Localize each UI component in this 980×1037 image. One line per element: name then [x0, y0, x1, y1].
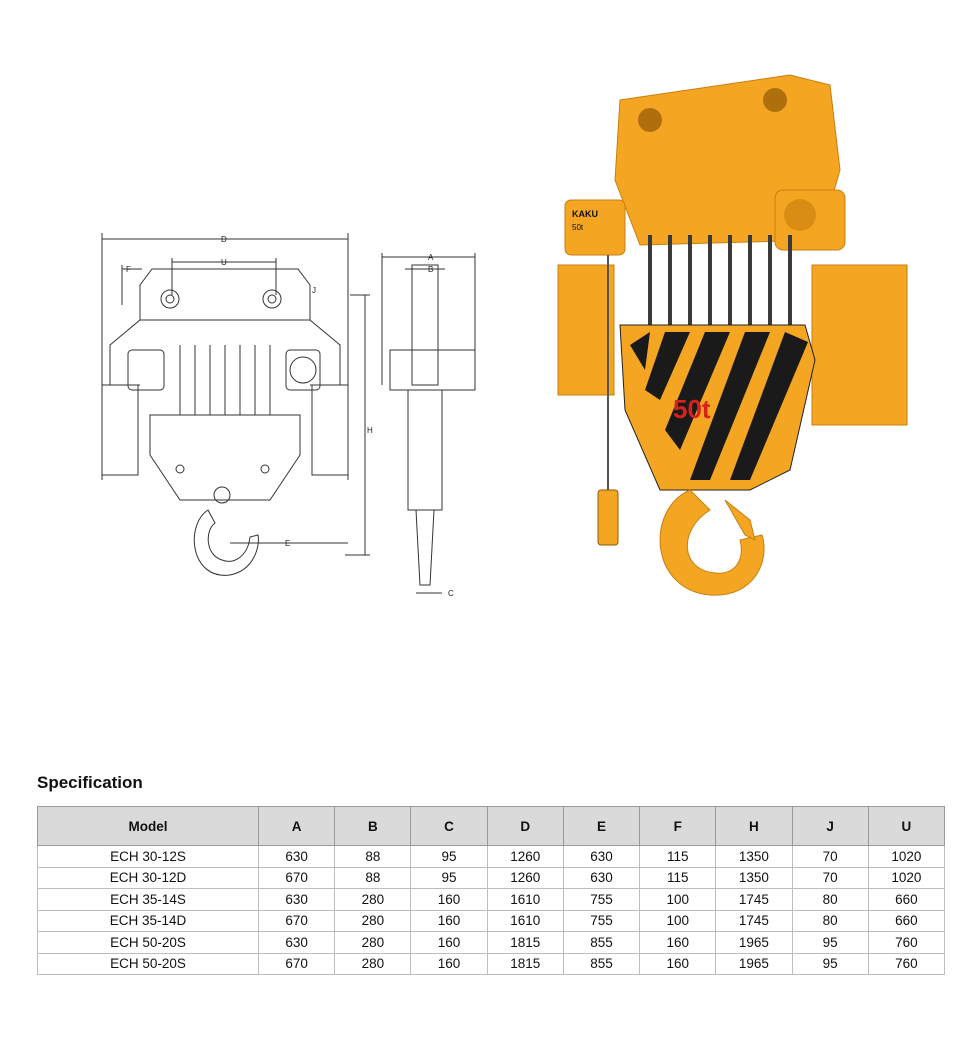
table-row: ECH 35-14D 670 280 160 1610 755 100 1745… [37, 909, 946, 932]
cell: 70 [791, 845, 869, 868]
cell: 1350 [715, 866, 793, 889]
cell: 1745 [715, 888, 793, 911]
col-model: Model [37, 806, 259, 846]
hoist-product-photo: KAKU 50t 50t [557, 74, 908, 596]
cell: 660 [867, 909, 946, 932]
cell: 95 [791, 952, 869, 975]
cell-model: ECH 30-12D [37, 866, 259, 889]
cell-model: ECH 35-14S [37, 888, 259, 911]
cell: 670 [257, 952, 336, 975]
cell: 95 [410, 866, 488, 889]
table-row: ECH 30-12D 670 88 95 1260 630 115 1350 7… [37, 866, 946, 889]
cell: 80 [791, 909, 869, 932]
cell: 660 [867, 888, 946, 911]
brand-label: KAKU [572, 209, 598, 219]
cell-model: ECH 50-20S [37, 931, 259, 954]
label-b: B [428, 265, 433, 274]
cell: 1350 [715, 845, 793, 868]
cell: 115 [639, 866, 717, 889]
label-u: U [221, 258, 227, 267]
label-h: H [367, 426, 373, 435]
motor-capacity-label: 50t [572, 223, 584, 232]
col-d: D [486, 806, 564, 846]
label-a: A [428, 253, 434, 262]
cell: 80 [791, 888, 869, 911]
cell: 1260 [486, 845, 564, 868]
col-b: B [334, 806, 412, 846]
label-e: E [285, 539, 290, 548]
cell: 160 [410, 909, 488, 932]
cell: 88 [334, 866, 412, 889]
specification-title: Specification [37, 773, 143, 792]
capacity-plate-text: 50t [673, 394, 711, 424]
col-e: E [562, 806, 641, 846]
cell: 855 [562, 952, 641, 975]
cell: 1965 [715, 952, 793, 975]
col-c: C [410, 806, 488, 846]
label-c: C [448, 589, 454, 598]
cell: 670 [257, 866, 336, 889]
cell: 760 [867, 931, 946, 954]
cell: 755 [562, 909, 641, 932]
cell: 630 [257, 931, 336, 954]
table-row: ECH 35-14S 630 280 160 1610 755 100 1745… [37, 888, 946, 911]
cell: 630 [257, 888, 336, 911]
cell: 160 [410, 931, 488, 954]
label-j: J [312, 286, 316, 295]
cell: 1965 [715, 931, 793, 954]
hoist-technical-drawing: D U F J H E A B C [101, 233, 476, 598]
cell: 100 [639, 888, 717, 911]
cell: 280 [334, 931, 412, 954]
cell: 630 [562, 866, 641, 889]
cell-model: ECH 50-20S [37, 952, 259, 975]
cell: 1610 [486, 888, 564, 911]
table-header-row: Model A B C D E F H J U [37, 806, 946, 846]
cell: 630 [562, 845, 641, 868]
cell: 1020 [867, 845, 946, 868]
cell: 95 [410, 845, 488, 868]
cell: 855 [562, 931, 641, 954]
cell: 160 [639, 952, 717, 975]
label-f: F [126, 265, 131, 274]
col-u: U [867, 806, 946, 846]
cell-model: ECH 30-12S [37, 845, 259, 868]
cell: 1020 [867, 866, 946, 889]
table-row: ECH 50-20S 670 280 160 1815 855 160 1965… [37, 952, 946, 975]
cell: 1745 [715, 909, 793, 932]
cell: 70 [791, 866, 869, 889]
cell: 88 [334, 845, 412, 868]
cell: 115 [639, 845, 717, 868]
cell: 280 [334, 909, 412, 932]
cell: 1610 [486, 909, 564, 932]
table-row: ECH 30-12S 630 88 95 1260 630 115 1350 7… [37, 845, 946, 868]
cell: 670 [257, 909, 336, 932]
cell-model: ECH 35-14D [37, 909, 259, 932]
cell: 100 [639, 909, 717, 932]
cell: 280 [334, 952, 412, 975]
cell: 755 [562, 888, 641, 911]
table-row: ECH 50-20S 630 280 160 1815 855 160 1965… [37, 931, 946, 954]
col-a: A [257, 806, 336, 846]
cell: 280 [334, 888, 412, 911]
specification-table: Model A B C D E F H J U ECH 30-12S 630 8… [37, 806, 946, 975]
label-d: D [221, 235, 227, 244]
cell: 160 [410, 952, 488, 975]
cell: 760 [867, 952, 946, 975]
cell: 95 [791, 931, 869, 954]
cell: 160 [639, 931, 717, 954]
col-j: J [791, 806, 869, 846]
cell: 1815 [486, 931, 564, 954]
col-f: F [639, 806, 717, 846]
cell: 630 [257, 845, 336, 868]
cell: 1260 [486, 866, 564, 889]
col-h: H [715, 806, 793, 846]
cell: 160 [410, 888, 488, 911]
cell: 1815 [486, 952, 564, 975]
